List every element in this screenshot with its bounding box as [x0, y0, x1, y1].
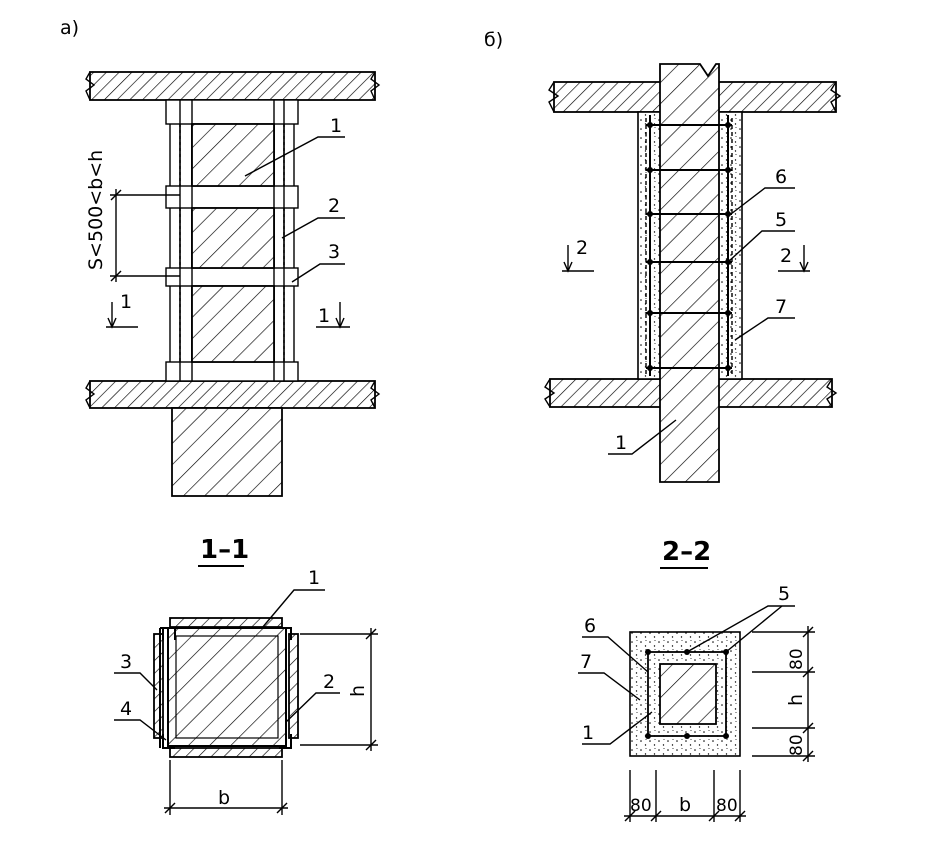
- callout-22-1: 1: [582, 722, 594, 744]
- dim-11-height: h: [347, 685, 369, 697]
- section-1-1-title: 1–1: [200, 535, 249, 565]
- panel-b-callouts: 6 5 7 1: [608, 166, 795, 455]
- panel-b-cut-left: 2: [562, 237, 594, 273]
- callout-22-6: 6: [584, 615, 596, 637]
- callout-22-5: 5: [778, 583, 790, 605]
- callout-a-2: 2: [328, 195, 340, 217]
- callout-11-1: 1: [308, 567, 320, 589]
- cut-b-left-label: 2: [576, 237, 588, 259]
- callout-b-1: 1: [615, 432, 627, 454]
- panel-a-strips: [165, 99, 299, 382]
- panel-a-callouts: 1 2 3: [244, 115, 345, 283]
- callout-11-4: 4: [120, 698, 132, 720]
- callout-a-3: 3: [328, 241, 340, 263]
- panel-a-top-slab: [85, 71, 381, 101]
- panel-b: б): [484, 29, 842, 483]
- callout-b-6: 6: [775, 166, 787, 188]
- callout-11-3: 3: [120, 651, 132, 673]
- callout-a-1: 1: [330, 115, 342, 137]
- section-2-2: 2–2 5 6 7 1 80 b 80: [578, 537, 815, 822]
- panel-b-cut-right: 2: [778, 245, 810, 273]
- dim-22-cover-left: 80: [630, 796, 652, 816]
- spacing-label: S<500<b<h: [85, 150, 107, 270]
- panel-a-spacing-dimension: S<500<b<h: [85, 150, 180, 282]
- panel-a-letter: а): [60, 17, 79, 39]
- dim-11-width: b: [218, 787, 230, 809]
- dim-22-cover-bottom: 80: [787, 734, 807, 756]
- callout-b-5: 5: [775, 209, 787, 231]
- panel-a: а): [60, 17, 381, 497]
- callout-11-2: 2: [323, 671, 335, 693]
- panel-a-cut-left: 1: [106, 291, 138, 329]
- panel-a-cut-right: 1: [316, 302, 350, 329]
- cut-a-right-label: 1: [318, 305, 330, 327]
- cut-b-right-label: 2: [780, 245, 792, 267]
- section-1-1: 1–1 1 2 3 4 b: [114, 535, 378, 815]
- dim-22-cover-right: 80: [716, 796, 738, 816]
- panel-a-bottom-slab: [85, 380, 381, 409]
- cut-a-left-label: 1: [120, 291, 132, 313]
- dim-22-height: h: [785, 694, 807, 706]
- panel-b-column: [659, 63, 720, 483]
- section-2-2-title: 2–2: [662, 537, 711, 567]
- panel-a-lower-column: [171, 407, 283, 497]
- callout-b-7: 7: [775, 296, 787, 318]
- dim-22-cover-top: 80: [787, 648, 807, 670]
- dim-22-width: b: [679, 794, 691, 816]
- callout-22-7: 7: [580, 651, 592, 673]
- panel-b-letter: б): [484, 29, 503, 51]
